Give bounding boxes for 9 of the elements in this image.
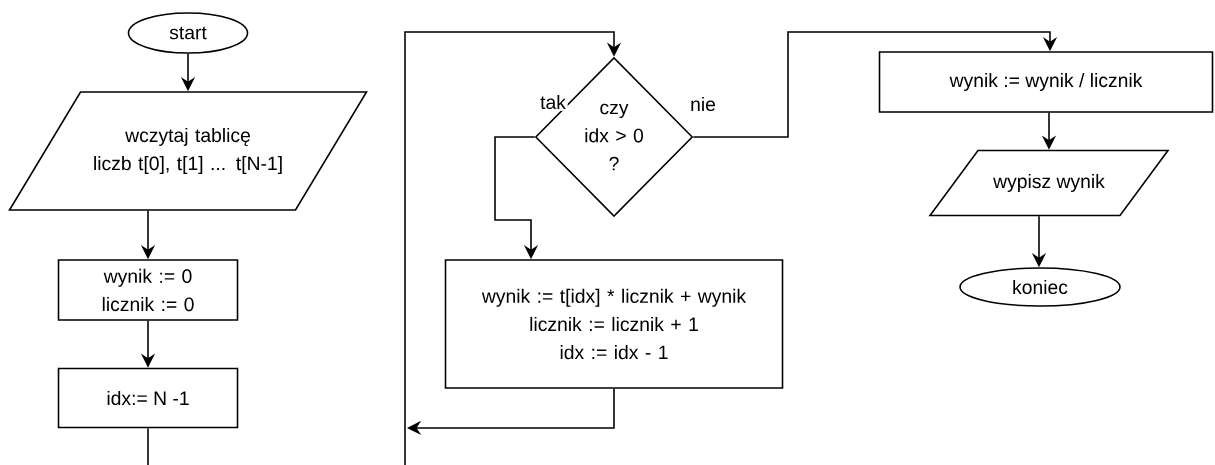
arrow: [404, 31, 622, 465]
process-box: wynik := t[idx] * licznik + wynik licznik := licznik + 1 idx := idx - 1: [444, 259, 784, 389]
arrow: [692, 31, 1058, 138]
edge-label: tak: [538, 93, 568, 111]
input-output-parallelogram: wczytaj tablicę liczb t[0], t[1] ... t[N-1]: [8, 91, 368, 211]
connector-line: [147, 427, 149, 465]
process-box: wynik := 0 licznik := 0: [57, 259, 239, 321]
process-box: idx:= N -1: [57, 367, 239, 429]
process-box: wynik := wynik / licznik: [878, 51, 1214, 113]
